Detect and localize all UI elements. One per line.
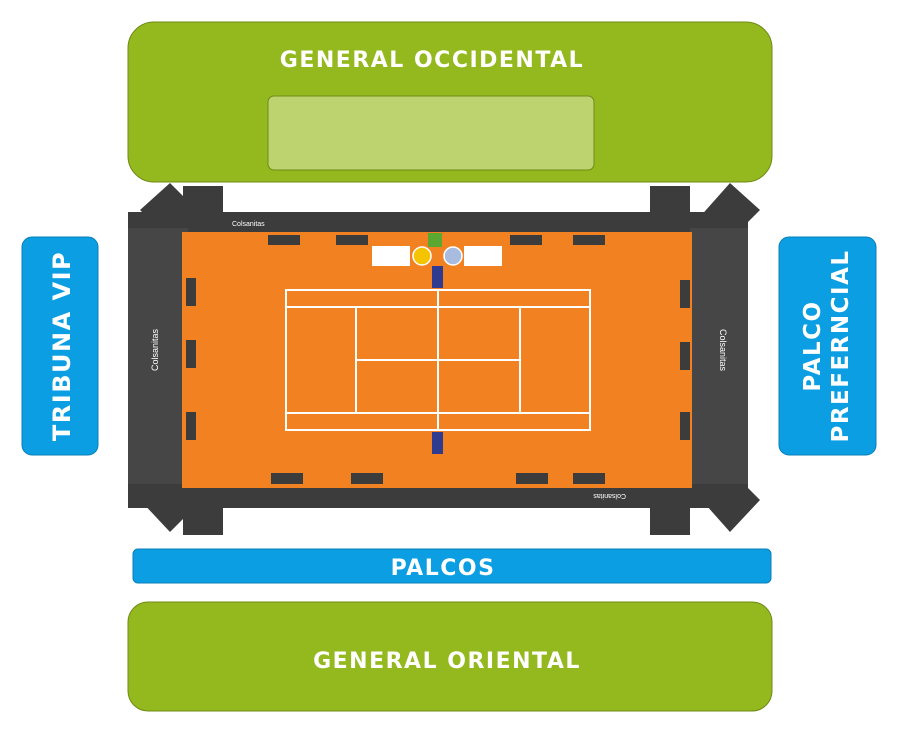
board-left-3 xyxy=(186,412,196,440)
court-side-strip-left xyxy=(128,228,188,484)
board-right-3 xyxy=(680,412,690,440)
palco-preferencial-label-line2: PREFERNCIAL xyxy=(828,249,854,442)
board-top-1 xyxy=(268,235,300,245)
board-bottom-2 xyxy=(351,473,383,484)
board-bottom-3 xyxy=(516,473,548,484)
net-post-bottom xyxy=(432,432,443,454)
board-top-3 xyxy=(510,235,542,245)
palcos-label: PALCOS xyxy=(391,556,496,581)
board-right-2 xyxy=(680,342,690,370)
corner-block-tr xyxy=(650,186,690,216)
section-general-occidental[interactable]: GENERAL OCCIDENTAL xyxy=(127,21,773,183)
board-bottom-1 xyxy=(271,473,303,484)
tribuna-vip-label: TRIBUNA VIP xyxy=(48,251,76,441)
sponsor-logo-right: Colsanitas xyxy=(718,329,728,372)
corner-block-bl xyxy=(183,505,223,535)
corner-block-tl xyxy=(183,186,223,216)
bench-right xyxy=(464,246,502,266)
section-palco-preferencial[interactable]: PALCO PREFERNCIAL xyxy=(778,236,877,456)
net-post-top xyxy=(432,266,443,288)
umpire-chair xyxy=(428,233,442,247)
board-top-2 xyxy=(336,235,368,245)
section-general-oriental[interactable]: GENERAL ORIENTAL xyxy=(127,601,773,712)
section-palcos[interactable]: PALCOS xyxy=(132,548,772,584)
bench-left xyxy=(372,246,410,266)
court-lines xyxy=(285,289,591,431)
board-left-2 xyxy=(186,340,196,368)
chair-yellow xyxy=(412,246,432,266)
court-side-strip-right xyxy=(690,228,748,484)
general-occidental-label: GENERAL OCCIDENTAL xyxy=(280,48,584,73)
corner-block-br xyxy=(650,505,690,535)
chair-blue xyxy=(443,246,463,266)
sponsor-logo-bottom: Colsanitas xyxy=(593,492,626,499)
sponsor-logo-top: Colsanitas xyxy=(232,221,265,228)
section-tribuna-vip[interactable]: TRIBUNA VIP xyxy=(21,236,99,456)
sponsor-logo-left: Colsanitas xyxy=(150,328,160,371)
general-occidental-inner-area xyxy=(267,95,595,171)
board-bottom-4 xyxy=(573,473,605,484)
court-area: Colsanitas Colsanitas Colsanitas Colsani… xyxy=(128,183,760,535)
board-top-4 xyxy=(573,235,605,245)
board-right-1 xyxy=(680,280,690,308)
palco-preferencial-label-line1: PALCO xyxy=(800,300,826,391)
board-left-1 xyxy=(186,278,196,306)
general-oriental-label: GENERAL ORIENTAL xyxy=(313,649,581,674)
